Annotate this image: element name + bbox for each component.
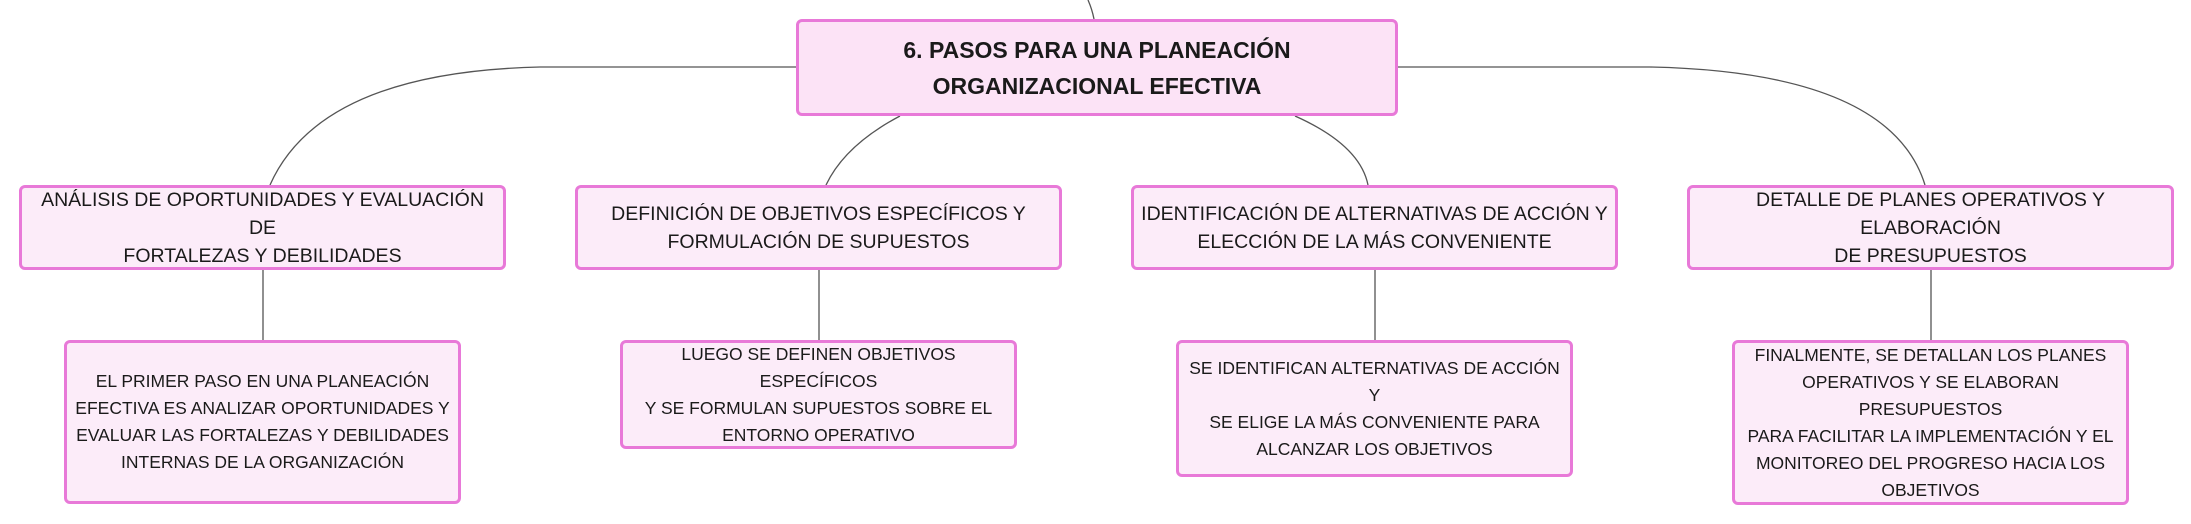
branch-node-analysis[interactable]: ANÁLISIS DE OPORTUNIDADES Y EVALUACIÓN D… — [19, 185, 506, 270]
detail-node-label: FINALMENTE, SE DETALLAN LOS PLANES OPERA… — [1747, 344, 2114, 500]
root-node[interactable]: 6. PASOS PARA UNA PLANEACIÓN ORGANIZACIO… — [796, 19, 1398, 116]
connector-root-branch-4 — [1398, 66, 1926, 186]
connector-parent — [1087, 0, 1095, 20]
branch-node-objectives[interactable]: DEFINICIÓN DE OBJETIVOS ESPECÍFICOS Y FO… — [575, 185, 1062, 270]
branch-node-label: ANÁLISIS DE OPORTUNIDADES Y EVALUACIÓN D… — [41, 188, 484, 267]
detail-node-objectives[interactable]: LUEGO SE DEFINEN OBJETIVOS ESPECÍFICOS Y… — [620, 340, 1017, 449]
detail-node-label: SE IDENTIFICAN ALTERNATIVAS DE ACCIÓN Y … — [1189, 357, 1560, 459]
branch-node-label: DEFINICIÓN DE OBJETIVOS ESPECÍFICOS Y FO… — [611, 202, 1026, 253]
connector-root-branch-1 — [269, 66, 796, 186]
detail-node-plans[interactable]: FINALMENTE, SE DETALLAN LOS PLANES OPERA… — [1732, 340, 2129, 505]
branch-node-alternatives[interactable]: IDENTIFICACIÓN DE ALTERNATIVAS DE ACCIÓN… — [1131, 185, 1618, 270]
detail-node-alternatives[interactable]: SE IDENTIFICAN ALTERNATIVAS DE ACCIÓN Y … — [1176, 340, 1573, 477]
detail-node-label: LUEGO SE DEFINEN OBJETIVOS ESPECÍFICOS Y… — [644, 343, 993, 445]
branch-node-label: DETALLE DE PLANES OPERATIVOS Y ELABORACI… — [1756, 188, 2105, 267]
detail-node-analysis[interactable]: EL PRIMER PASO EN UNA PLANEACIÓN EFECTIV… — [64, 340, 461, 504]
branch-node-label: IDENTIFICACIÓN DE ALTERNATIVAS DE ACCIÓN… — [1141, 202, 1608, 253]
detail-node-label: EL PRIMER PASO EN UNA PLANEACIÓN EFECTIV… — [75, 371, 450, 472]
branch-node-plans[interactable]: DETALLE DE PLANES OPERATIVOS Y ELABORACI… — [1687, 185, 2174, 270]
root-node-label: 6. PASOS PARA UNA PLANEACIÓN ORGANIZACIO… — [903, 36, 1291, 99]
connector-root-branch-3 — [1294, 115, 1369, 186]
connector-root-branch-2 — [825, 115, 901, 186]
